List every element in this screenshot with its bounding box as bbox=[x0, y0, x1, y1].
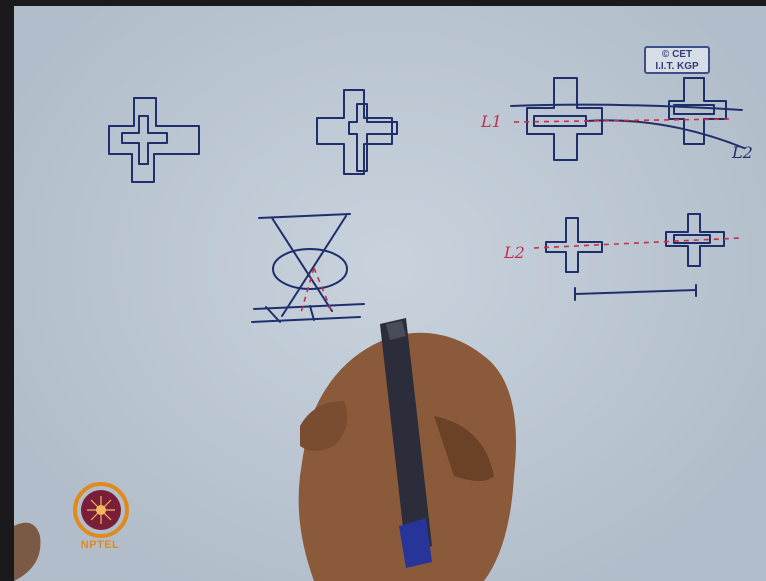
top-line bbox=[258, 213, 351, 219]
watermark-line-2: I.I.T. KGP bbox=[655, 61, 699, 72]
label-l2-top: L2 bbox=[732, 143, 753, 162]
cross-line-b bbox=[281, 215, 347, 317]
marker-icon bbox=[380, 318, 432, 568]
cross-shape-2-outer bbox=[316, 89, 393, 175]
line-l1-curve bbox=[585, 119, 745, 149]
label-l2-left: L2 bbox=[504, 243, 525, 262]
lens-ellipse bbox=[272, 248, 348, 290]
bottom-line-2 bbox=[251, 316, 361, 323]
nptel-logo-icon bbox=[73, 482, 129, 538]
whiteboard: L1 L2 L2 © CET I.I.T. KGP NPTEL bbox=[14, 6, 766, 581]
scale-bar bbox=[574, 289, 697, 295]
cross-shape-5 bbox=[545, 217, 603, 273]
cross-shape-2-inner bbox=[348, 103, 398, 172]
edge-hand-fragment bbox=[14, 522, 41, 581]
watermark-line-1: © CET bbox=[661, 49, 693, 60]
cross-line-a bbox=[271, 217, 333, 312]
cross-shape-1-inner bbox=[121, 115, 168, 165]
cross-shape-1-outer bbox=[108, 97, 200, 183]
line-l1 bbox=[510, 103, 743, 111]
cross-shape-3 bbox=[526, 77, 603, 161]
cross-shape-4 bbox=[668, 77, 727, 145]
bottom-line-1 bbox=[253, 303, 365, 310]
red-dashed-l1 bbox=[513, 118, 735, 123]
sketch-canvas bbox=[14, 77, 745, 581]
cross-shape-6 bbox=[665, 213, 725, 267]
red-dashed-l2 bbox=[533, 237, 741, 249]
nptel-logo-text: NPTEL bbox=[80, 539, 120, 551]
cet-watermark: © CET I.I.T. KGP bbox=[644, 46, 710, 74]
label-l1: L1 bbox=[481, 112, 502, 131]
